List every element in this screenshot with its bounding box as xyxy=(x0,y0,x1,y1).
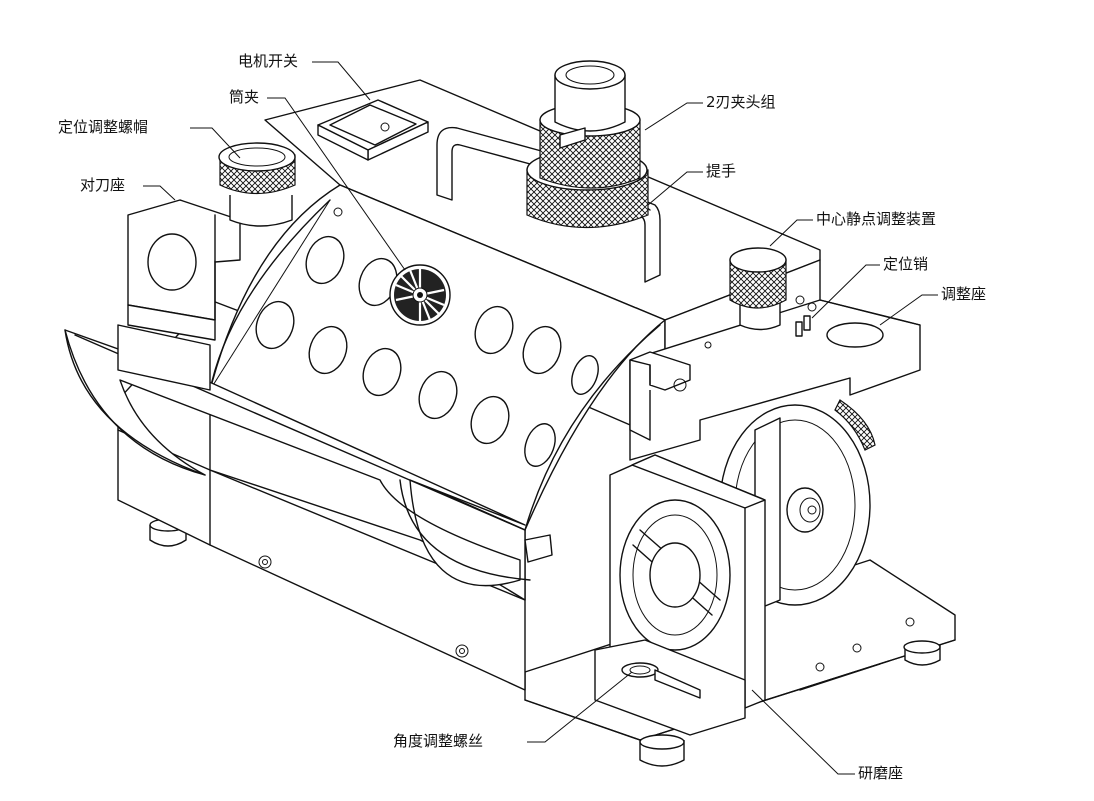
tool-setting-seat-part xyxy=(117,199,241,391)
chuck-group-part xyxy=(526,60,649,229)
rubber-feet xyxy=(149,518,941,767)
label-tool-setting-seat: 对刀座 xyxy=(80,176,126,194)
label-locating-cap: 定位调整螺帽 xyxy=(58,118,149,136)
leader-lines xyxy=(143,61,938,775)
label-angle-screw: 角度调整螺丝 xyxy=(393,732,484,750)
label-locating-pin: 定位销 xyxy=(883,255,929,273)
label-center-device: 中心静点调整装置 xyxy=(816,210,937,228)
collet-part xyxy=(389,264,451,326)
label-adjust-seat: 调整座 xyxy=(941,285,987,303)
locating-pins xyxy=(795,315,811,337)
motor-switch-part xyxy=(317,99,429,161)
label-handle: 提手 xyxy=(706,162,737,180)
label-chuck-group: 2刃夹头组 xyxy=(706,93,776,111)
label-collet: 筒夹 xyxy=(229,88,260,106)
angle-adjust-base xyxy=(594,639,746,736)
center-adjust-knob xyxy=(729,247,787,331)
label-grinding-seat: 研磨座 xyxy=(858,764,904,782)
label-motor-switch: 电机开关 xyxy=(238,52,299,70)
locating-cap-part xyxy=(218,142,296,227)
